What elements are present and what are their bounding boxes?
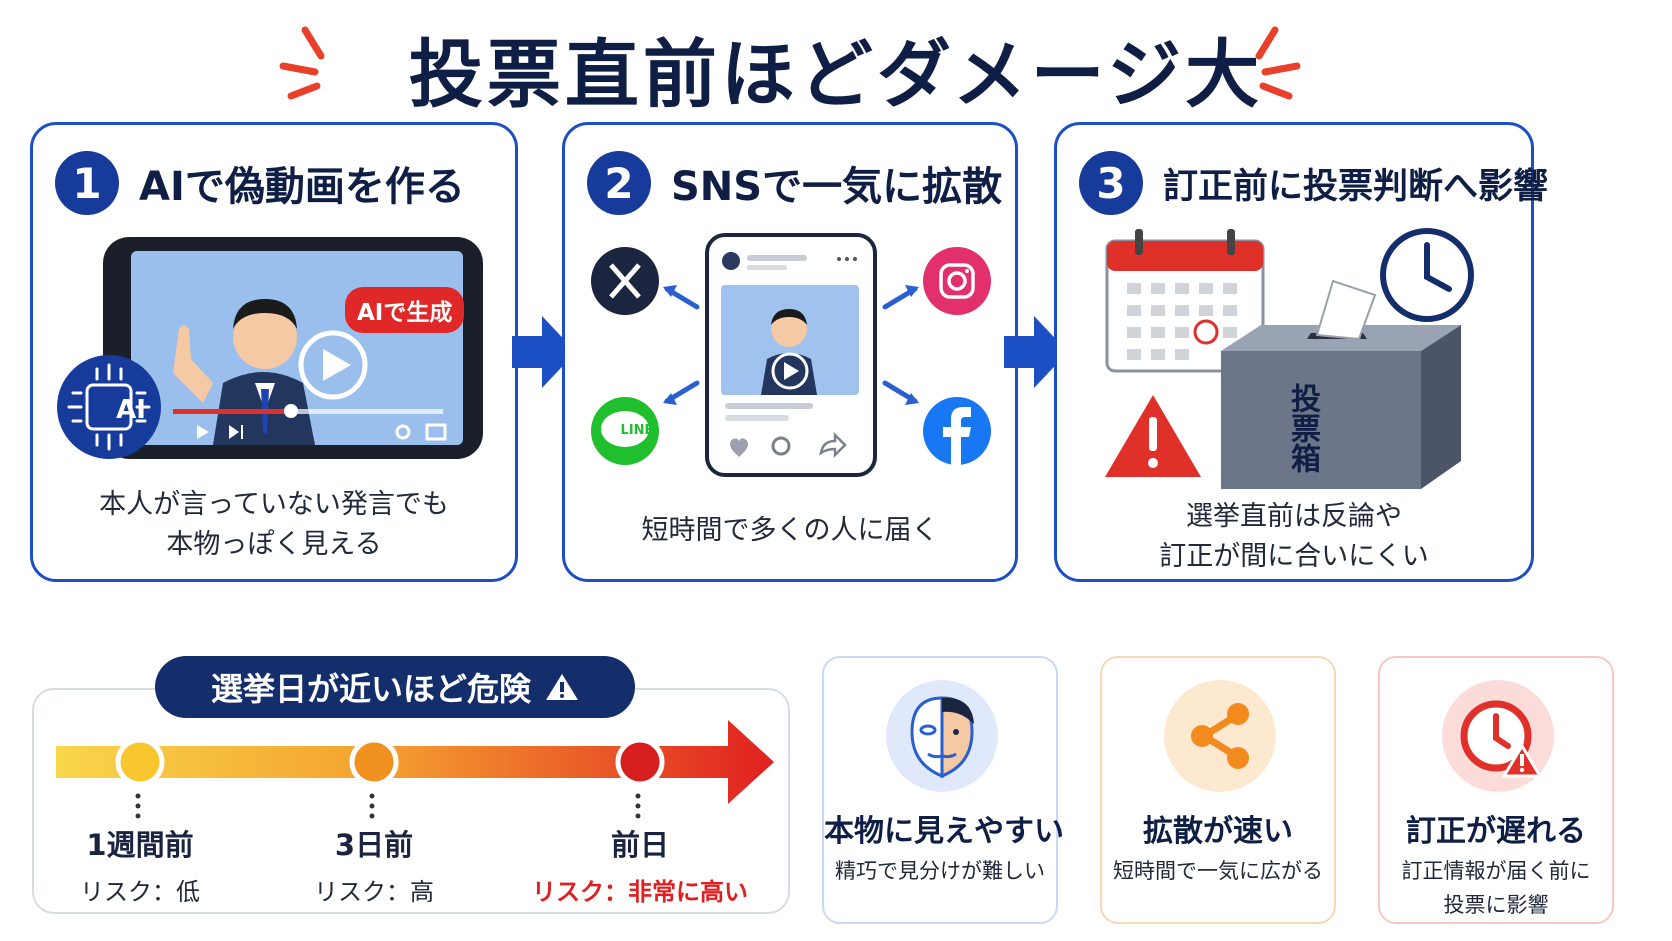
step-caption-3: 選挙直前は反論や 訂正が間に合いにくい <box>1057 497 1531 577</box>
step-card-1: 1 AIで偽動画を作る AI AIで生成 本人が言っていない発言でも 本物っぽく… <box>30 122 518 582</box>
step-card-3: 3 訂正前に投票判断へ影響 投票箱 選挙直前は反論や 訂正が間に合いにくい <box>1054 122 1548 582</box>
tick-dots <box>369 793 375 819</box>
ai-chip-label: AI <box>116 395 146 425</box>
feature-desc-line: 投票に影響 <box>1443 893 1549 917</box>
feature-desc: 短時間で一気に広がる <box>1102 854 1334 888</box>
title-bar: 投票直前ほどダメージ大 <box>0 18 1672 118</box>
caption-line: 選挙直前は反論や <box>1186 501 1402 532</box>
social-share-illustration <box>591 233 991 477</box>
feature-desc: 精巧で見分けが難しい <box>824 854 1056 888</box>
warning-icon <box>546 674 578 700</box>
mask-face-icon <box>886 680 998 792</box>
timeline-risk: リスク：非常に高い <box>532 878 748 906</box>
ballot-box-label: 投票箱 <box>1285 383 1320 473</box>
timeline-point-3: 前日 リスク：非常に高い <box>520 822 760 907</box>
feature-title: 訂正が遅れる <box>1406 814 1586 849</box>
clock-warning-icon <box>1442 680 1554 792</box>
step-header-3: 3 訂正前に投票判断へ影響 <box>1079 151 1548 215</box>
step-number-2: 2 <box>587 151 651 215</box>
timeline-heading-text: 選挙日が近いほど危険 <box>210 670 531 708</box>
ai-generated-badge: AIで生成 <box>345 287 465 333</box>
step-title-2: SNSで一気に拡散 <box>671 164 1003 210</box>
tick-dots <box>635 793 641 819</box>
timeline-when: 1週間前 <box>86 828 194 862</box>
caption-line: 本人が言っていない発言でも <box>99 489 449 520</box>
step-number-3: 3 <box>1079 151 1143 215</box>
timeline-risk: リスク：低 <box>80 878 200 906</box>
feature-card-delay: 訂正が遅れる 訂正情報が届く前に 投票に影響 <box>1378 656 1614 924</box>
flow-arrow-icon <box>512 316 576 388</box>
step-caption-2: 短時間で多くの人に届く <box>565 511 1015 551</box>
caption-line: 訂正が間に合いにくい <box>1159 541 1429 572</box>
feature-desc-line: 訂正情報が届く前に <box>1401 859 1591 883</box>
feature-title: 拡散が速い <box>1143 814 1293 849</box>
feature-card-fast: 拡散が速い 短時間で一気に広がる <box>1100 656 1336 924</box>
step-title-1: AIで偽動画を作る <box>139 164 465 210</box>
burst-right-icon <box>1255 26 1301 100</box>
timeline-point-1: 1週間前 リスク：低 <box>40 822 240 907</box>
feature-card-real: 本物に見えやすい 精巧で見分けが難しい <box>822 656 1064 924</box>
caption-line: 本物っぽく見える <box>166 529 382 560</box>
ballot-illustration <box>1105 228 1474 489</box>
timeline-heading: 選挙日が近いほど危険 <box>155 656 635 718</box>
burst-left-icon <box>279 26 325 100</box>
feature-desc-line: 短時間で一気に広がる <box>1113 859 1323 883</box>
feature-desc: 訂正情報が届く前に 投票に影響 <box>1380 854 1612 922</box>
step-card-2: 2 SNSで一気に拡散 <box>562 122 1018 582</box>
timeline-point-2: 3日前 リスク：高 <box>274 822 474 907</box>
step-header-2: 2 SNSで一気に拡散 <box>587 151 1002 215</box>
step-caption-1: 本人が言っていない発言でも 本物っぽく見える <box>33 485 515 565</box>
timeline-when: 前日 <box>610 828 669 862</box>
step-title-3: 訂正前に投票判断へ影響 <box>1163 166 1549 207</box>
step-header-1: 1 AIで偽動画を作る <box>55 151 465 215</box>
page-title: 投票直前ほどダメージ大 <box>408 31 1264 118</box>
feature-desc-line: 精巧で見分けが難しい <box>835 859 1045 883</box>
share-icon <box>1164 680 1276 792</box>
feature-title: 本物に見えやすい <box>824 814 1064 849</box>
step-number-1: 1 <box>55 151 119 215</box>
line-logo-label: LINE <box>620 423 654 438</box>
video-phone-illustration <box>57 237 483 459</box>
timeline-when: 3日前 <box>334 828 414 862</box>
flow-arrow-icon <box>1004 316 1068 388</box>
tick-dots <box>135 793 141 819</box>
caption-line: 短時間で多くの人に届く <box>641 515 939 546</box>
risk-timeline-bar <box>56 720 774 804</box>
timeline-risk: リスク：高 <box>314 878 434 906</box>
